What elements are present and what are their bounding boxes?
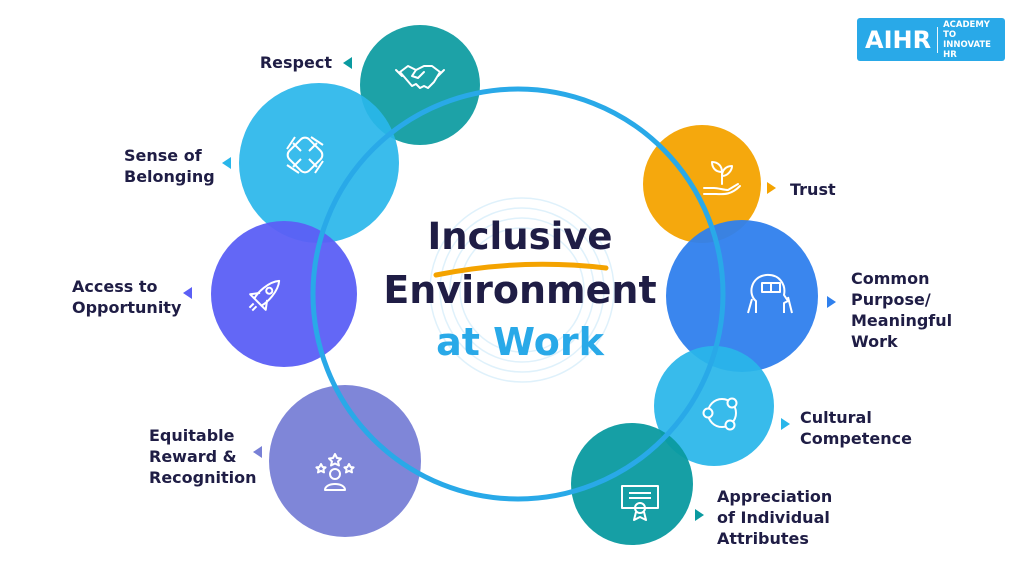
arrow-sense-of-belonging	[222, 157, 231, 169]
label-sense-of-belonging: Sense of Belonging	[124, 146, 215, 186]
rocket-icon	[248, 279, 281, 312]
head-puzzle-icon	[747, 273, 793, 314]
plant-in-hand-icon	[703, 161, 741, 196]
arrow-appreciation	[695, 509, 704, 521]
aihr-logo: AIHR ACADEMY TO INNOVATE HR	[857, 18, 1005, 61]
network-icon	[702, 397, 738, 431]
label-cultural-competence: Cultural Competence	[800, 408, 912, 448]
label-trust: Trust	[790, 180, 836, 199]
label-appreciation: Appreciation of Individual Attributes	[717, 487, 833, 548]
center-decor-rings	[429, 197, 615, 383]
node-cultural-competence	[654, 346, 774, 466]
node-common-purpose	[666, 220, 818, 372]
main-ring	[310, 86, 726, 502]
hands-circle-icon	[286, 136, 324, 174]
logo-tagline: ACADEMY TO INNOVATE HR	[943, 19, 991, 60]
arrow-common-purpose	[827, 296, 836, 308]
label-respect: Respect	[259, 53, 332, 72]
node-trust	[643, 125, 761, 243]
node-appreciation	[571, 423, 693, 545]
arrow-equitable-reward	[253, 446, 262, 458]
node-equitable-reward	[269, 385, 421, 537]
title-underline	[433, 261, 609, 278]
label-common-purpose: Common Purpose/ Meaningful Work	[851, 269, 953, 351]
node-access-to-opportunity	[211, 221, 357, 367]
handshake-icon	[395, 65, 445, 89]
arrow-trust	[767, 182, 776, 194]
label-access-to-opportunity: Access to Opportunity	[72, 277, 182, 317]
arrow-cultural-competence	[781, 418, 790, 430]
label-equitable-reward: Equitable Reward & Recognition	[149, 426, 257, 487]
title-line-2: Environment	[383, 268, 657, 312]
arrow-respect	[343, 57, 352, 69]
arrow-access-to-opportunity	[183, 287, 192, 299]
logo-brand: AIHR	[857, 26, 939, 53]
person-stars-icon	[315, 453, 355, 491]
node-sense-of-belonging	[239, 83, 399, 243]
title-line-3: at Work	[436, 320, 604, 364]
node-respect	[360, 25, 480, 145]
certificate-icon	[621, 485, 659, 521]
title-line-1: Inclusive	[427, 215, 613, 258]
